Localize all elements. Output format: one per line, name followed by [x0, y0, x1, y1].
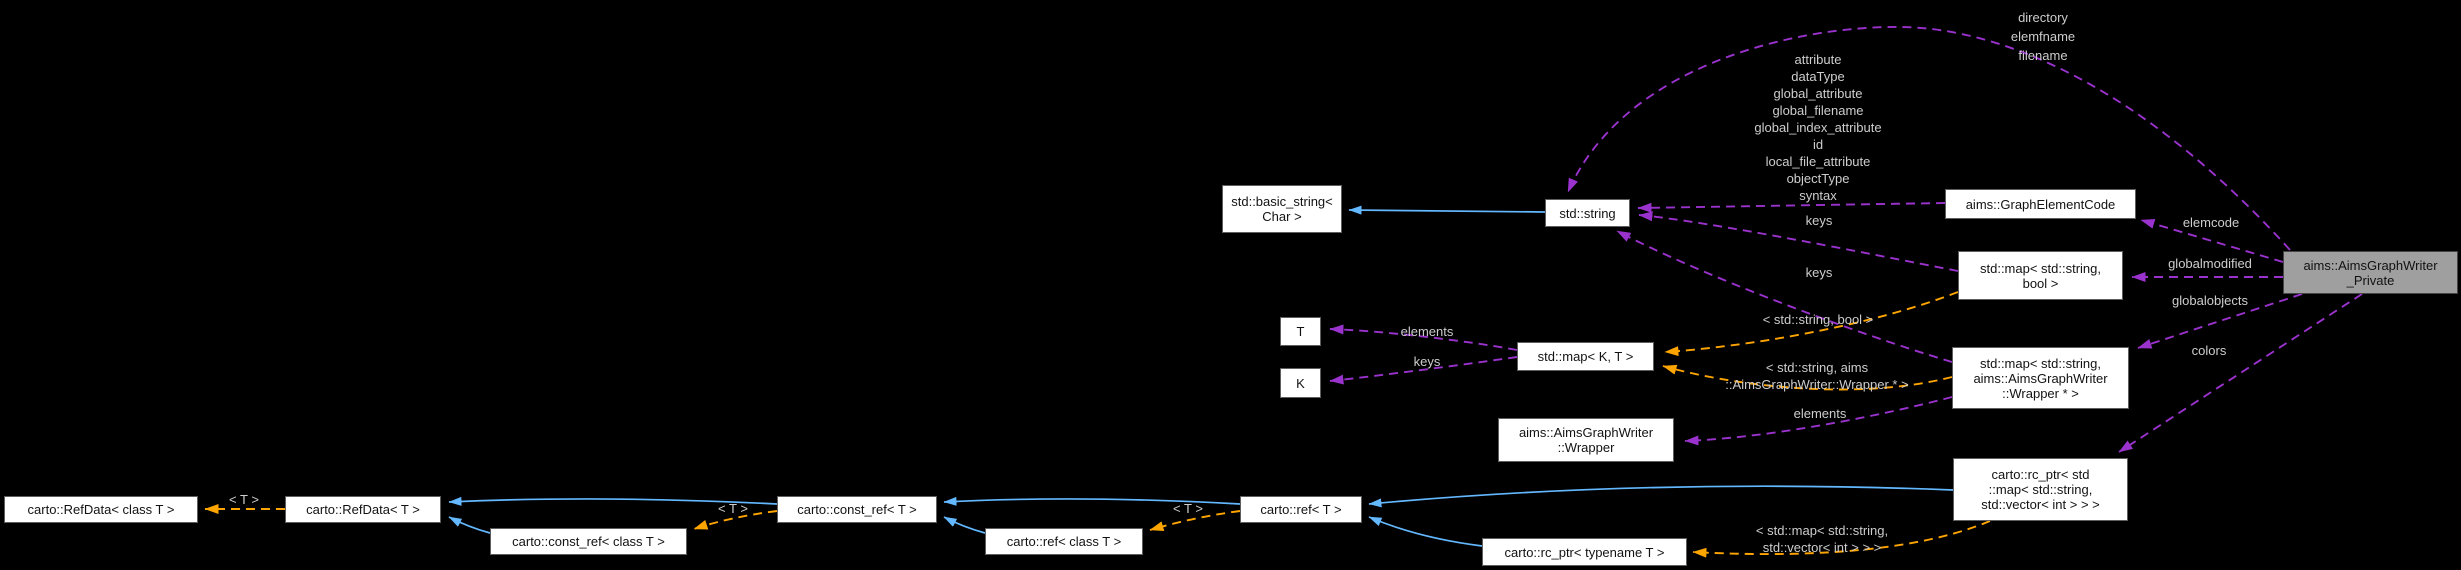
edge-ref-t-to-ref-class [1149, 510, 1241, 531]
edge-label-template-t-refdata: < T > [229, 492, 259, 507]
edge-label-directory-elemfname-filename: directory elemfname filename [2010, 10, 2076, 63]
edge-private-to-map-wrapper-globalobjects [2137, 293, 2303, 349]
node-map-string-wrapper[interactable]: std::map< std::string, aims::AimsGraphWr… [1952, 347, 2129, 409]
node-refdata-t[interactable]: carto::RefData< T > [285, 496, 441, 523]
node-rcptr-typename-t[interactable]: carto::rc_ptr< typename T > [1482, 538, 1687, 566]
node-ref-class-t[interactable]: carto::ref< class T > [985, 528, 1143, 555]
edge-rcptr-map-to-rcptr-typename [1692, 520, 1991, 558]
edge-label-globalobjects: globalobjects [2172, 293, 2248, 308]
edge-map-wrapper-to-string-keys [1616, 230, 1953, 363]
edge-map-to-k-keys [1329, 356, 1518, 385]
edge-rcptr-typename-to-ref [1368, 516, 1483, 547]
node-aims-graph-writer-private[interactable]: aims::AimsGraphWriter _Private [2283, 251, 2458, 294]
edge-label-keys-map-k: keys [1413, 354, 1441, 369]
node-std-basic-string[interactable]: std::basic_string< Char > [1222, 185, 1342, 233]
edge-label-attribute-list: attribute dataType global_attribute glob… [1754, 52, 1882, 203]
edge-label-template-map-vector: < std::map< std::string, std::vector< in… [1755, 523, 1889, 555]
edge-label-keys-map-bool: keys [1805, 213, 1833, 228]
node-map-string-bool[interactable]: std::map< std::string, bool > [1958, 251, 2123, 300]
edge-ref-class-to-constref [943, 516, 986, 534]
edge-label-template-t-ref: < T > [1173, 501, 1203, 516]
node-refdata-class-t[interactable]: carto::RefData< class T > [4, 496, 198, 523]
edge-map-bool-to-string-keys [1638, 211, 1959, 272]
edge-label-elements-map-t: elements [1400, 324, 1454, 339]
edge-constref-t-to-constref-class [693, 510, 778, 530]
edge-label-template-string-wrapper: < std::string, aims ::AimsGraphWriter::W… [1725, 360, 1909, 392]
node-ref-t[interactable]: carto::ref< T > [1240, 496, 1362, 523]
edge-map-bool-to-map-kt [1664, 291, 1959, 357]
node-graph-element-code[interactable]: aims::GraphElementCode [1945, 189, 2136, 219]
node-constref-class-t[interactable]: carto::const_ref< class T > [490, 528, 687, 555]
edge-label-template-t-constref: < T > [718, 501, 748, 516]
edge-label-globalmodified: globalmodified [2168, 256, 2252, 271]
edge-gec-to-string-attributes [1637, 202, 1946, 213]
edge-label-colors: colors [2191, 343, 2227, 358]
edge-ref-to-constref [943, 496, 1241, 506]
edge-private-to-rcptr-map-colors [2118, 293, 2363, 453]
edge-private-to-string-directory [1567, 26, 2291, 251]
edge-rcptr-map-to-ref [1368, 485, 1954, 508]
node-k-param[interactable]: K [1280, 368, 1321, 398]
edge-private-to-gec-elemcode [2140, 219, 2284, 263]
edge-label-template-string-bool: < std::string, bool > [1762, 312, 1874, 327]
node-std-string[interactable]: std::string [1545, 199, 1630, 227]
node-t-param[interactable]: T [1280, 317, 1321, 346]
edge-label-elements-wrapper: elements [1793, 406, 1847, 421]
edge-constref-to-refdata [448, 496, 778, 506]
edge-map-to-t-elements [1329, 324, 1518, 351]
node-aims-graph-writer-wrapper[interactable]: aims::AimsGraphWriter ::Wrapper [1498, 418, 1674, 462]
edge-constref-class-to-refdata [448, 516, 491, 534]
edge-label-keys-map-wrapper: keys [1805, 265, 1833, 280]
node-constref-t[interactable]: carto::const_ref< T > [777, 496, 937, 523]
edge-map-wrapper-to-wrapper-elements [1684, 396, 1953, 446]
edge-string-to-basic-string [1348, 205, 1546, 215]
node-map-k-t[interactable]: std::map< K, T > [1517, 342, 1654, 371]
node-rcptr-map-vector[interactable]: carto::rc_ptr< std ::map< std::string, s… [1953, 458, 2128, 521]
edge-label-elemcode: elemcode [2182, 215, 2240, 230]
